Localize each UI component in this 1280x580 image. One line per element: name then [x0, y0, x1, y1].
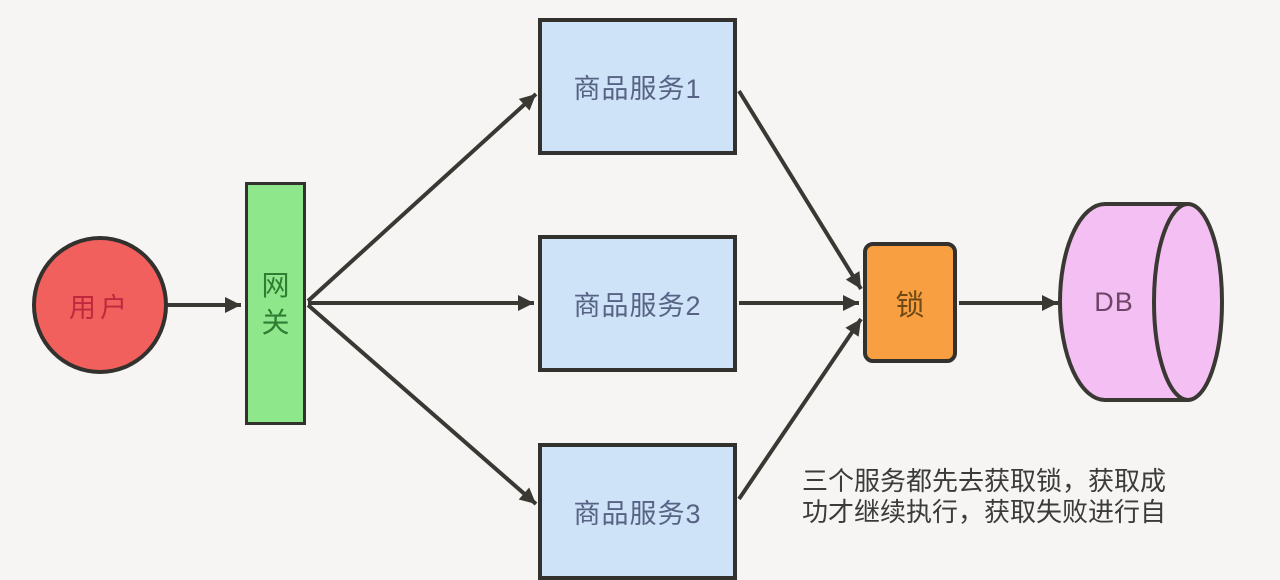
service3-node: 商品服务3	[538, 443, 737, 580]
caption-line-1: 三个服务都先去获取锁，获取成	[802, 466, 1167, 496]
caption-text: 三个服务都先去获取锁，获取成 功才继续执行，获取失败进行自	[802, 466, 1222, 528]
service1-node-label: 商品服务1	[573, 74, 702, 104]
gateway-node: 网关	[245, 182, 306, 425]
lock-node: 锁	[863, 242, 957, 363]
service1-node: 商品服务1	[538, 18, 737, 155]
db-cylinder-cap	[1152, 202, 1224, 402]
arrow-gateway-service1	[306, 92, 538, 303]
service2-node-label: 商品服务2	[573, 291, 702, 321]
edge-layer	[166, 89, 1224, 506]
arrow-service1-lock	[737, 89, 863, 291]
user-node: 用户	[32, 236, 168, 374]
caption-line-2: 功才继续执行，获取失败进行自	[802, 497, 1167, 527]
service2-node: 商品服务2	[538, 235, 737, 372]
diagram-canvas: { "diagram": { "background": "#F6F5F3", …	[32, 18, 1224, 580]
user-node-label: 用户	[69, 292, 131, 323]
service3-node-label: 商品服务3	[573, 499, 702, 529]
arrow-gateway-service3	[306, 303, 538, 506]
arrow-service3-lock	[737, 317, 863, 501]
lock-node-label: 锁	[895, 289, 925, 322]
gateway-node-label: 网关	[261, 269, 290, 338]
db-cylinder-body	[1058, 202, 1188, 402]
db-node-label: DB	[1094, 287, 1134, 317]
db-node	[1058, 202, 1224, 402]
